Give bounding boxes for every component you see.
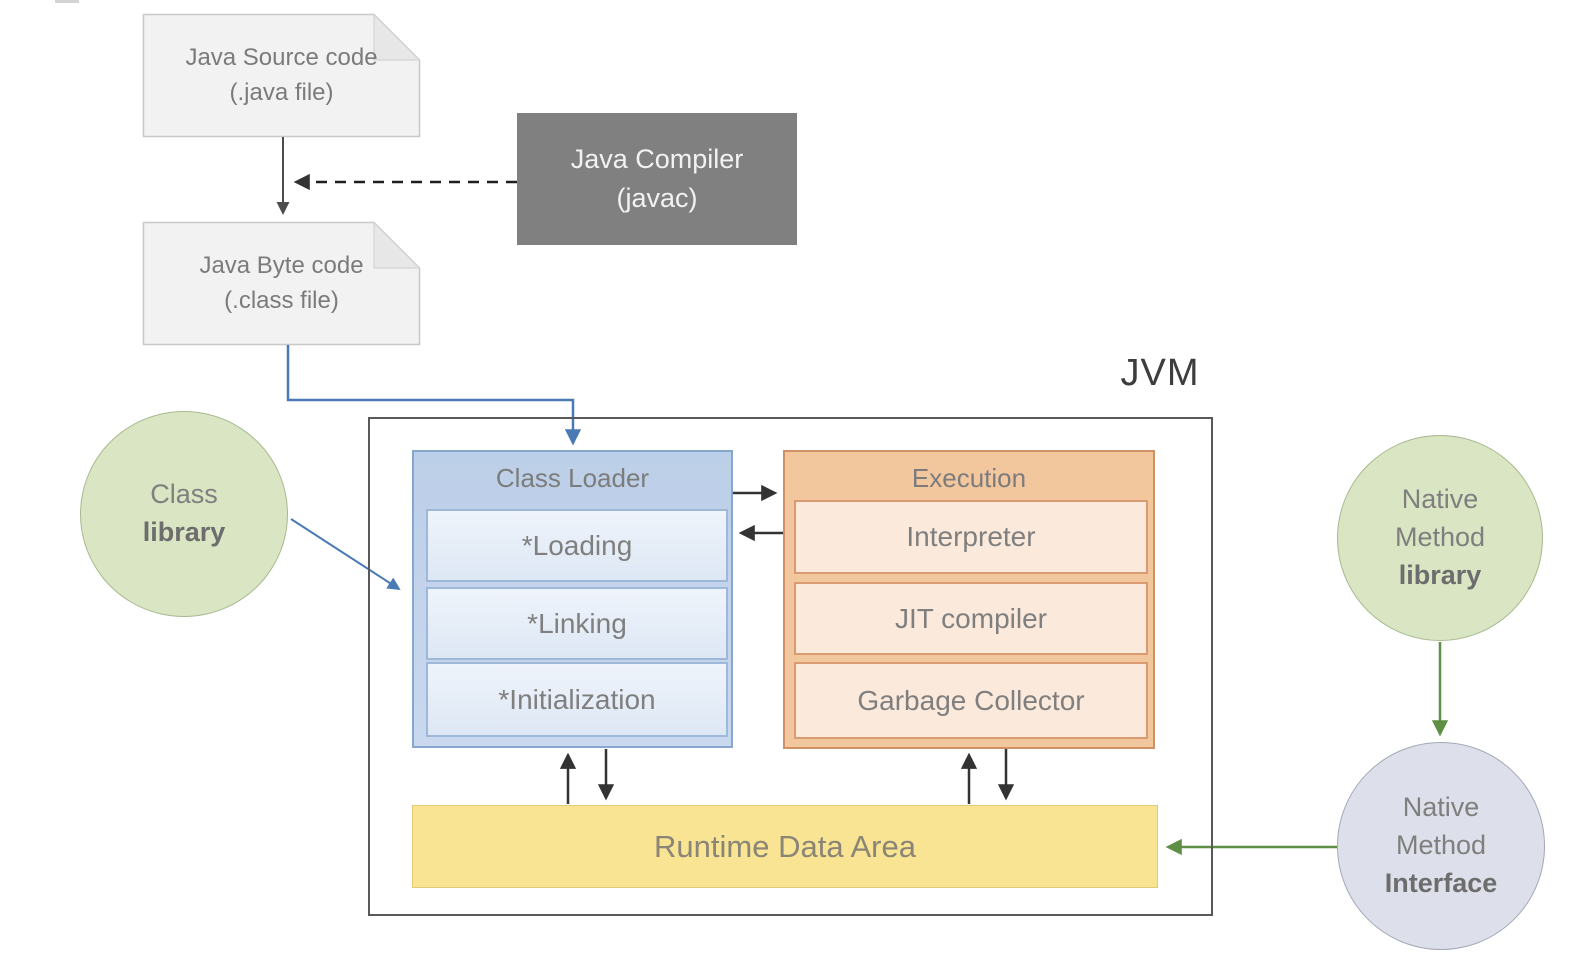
native-method-interface-line2: Method (1395, 830, 1487, 861)
java-source-line1: Java Source code (185, 43, 378, 71)
native-method-library-line1: Native (1401, 484, 1479, 515)
runtime-data-area: Runtime Data Area (412, 805, 1158, 888)
java-compiler-node: Java Compiler (javac) (517, 113, 797, 245)
java-bytecode-line2: (.class file) (224, 286, 339, 314)
cropped-text-artifact (55, 0, 79, 4)
java-compiler-line2: (javac) (616, 183, 698, 213)
class-loader-item-linking: *Linking (426, 587, 728, 660)
jvm-container (368, 417, 1213, 916)
execution-item-interpreter: Interpreter (794, 500, 1148, 574)
native-method-interface-line3: Interface (1384, 867, 1498, 898)
class-library-line2: library (142, 517, 226, 547)
native-method-library-line3: library (1398, 559, 1482, 590)
class-library-line1: Class (150, 479, 218, 510)
java-bytecode-line1: Java Byte code (199, 251, 364, 279)
execution-title: Execution (911, 463, 1027, 493)
execution-panel: Execution Interpreter JIT compiler Garba… (783, 450, 1155, 749)
jvm-label: JVM (1120, 352, 1200, 394)
class-loader-title: Class Loader (495, 463, 650, 493)
java-source-line2: (.java file) (229, 78, 334, 106)
java-bytecode-node: Java Byte code (.class file) (143, 222, 420, 345)
java-compiler-line1: Java Compiler (570, 143, 744, 174)
native-method-interface-line1: Native (1402, 792, 1480, 823)
execution-item-jit-compiler: JIT compiler (794, 582, 1148, 655)
execution-item-garbage-collector: Garbage Collector (794, 662, 1148, 739)
native-method-library-line2: Method (1394, 522, 1486, 553)
class-loader-panel: Class Loader *Loading *Linking *Initiali… (412, 450, 733, 748)
java-source-code-node: Java Source code (.java file) (143, 14, 420, 137)
native-method-interface-node: Native Method Interface (1337, 742, 1545, 950)
class-loader-item-loading: *Loading (426, 509, 728, 582)
native-method-library-node: Native Method library (1337, 435, 1543, 641)
class-library-node: Class library (80, 411, 288, 617)
class-loader-item-initialization: *Initialization (426, 662, 728, 737)
